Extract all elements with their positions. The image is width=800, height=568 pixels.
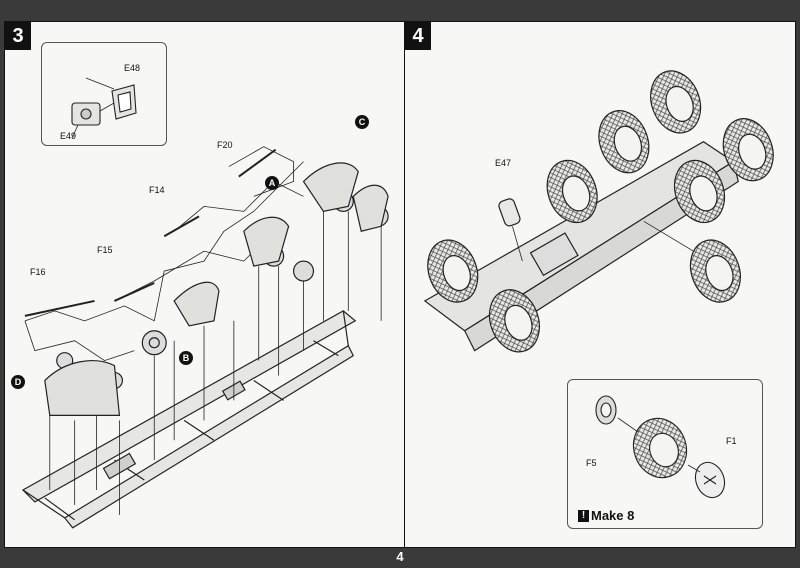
make-quantity-note: ! Make 8 <box>578 508 634 523</box>
step-3-panel: 3 <box>4 21 408 548</box>
part-label-e47: E47 <box>495 158 512 168</box>
step-4-panel: 4 <box>404 21 796 548</box>
callout-c: C <box>355 115 369 129</box>
part-label-f5: F5 <box>586 458 597 468</box>
callout-b: B <box>179 351 193 365</box>
step-4-number: 4 <box>405 22 431 50</box>
make-quantity-text: Make 8 <box>591 508 635 523</box>
part-label-f15: F15 <box>97 245 113 255</box>
callout-d: D <box>11 375 25 389</box>
step-3-detail-inset: E48 E49 <box>41 42 167 146</box>
part-label-f16: F16 <box>30 267 46 277</box>
bracket-detail-drawing <box>71 77 137 139</box>
part-label-f1: F1 <box>726 436 737 446</box>
exclamation-icon: ! <box>578 509 589 522</box>
step-3-chassis-drawing <box>21 146 389 529</box>
page-number: 4 <box>396 549 404 564</box>
part-label-e49: E49 <box>60 131 77 141</box>
part-label-f14: F14 <box>149 185 165 195</box>
step-4-wheel-assembly-drawing <box>423 70 774 353</box>
wheel-detail-drawing <box>595 395 726 499</box>
part-label-e48: E48 <box>124 63 141 73</box>
step-3-number: 3 <box>5 22 31 50</box>
step-4-wheel-detail-inset: F5 F1 ! Make 8 <box>567 379 763 529</box>
part-label-f20: F20 <box>217 140 233 150</box>
callout-a: A <box>265 176 279 190</box>
